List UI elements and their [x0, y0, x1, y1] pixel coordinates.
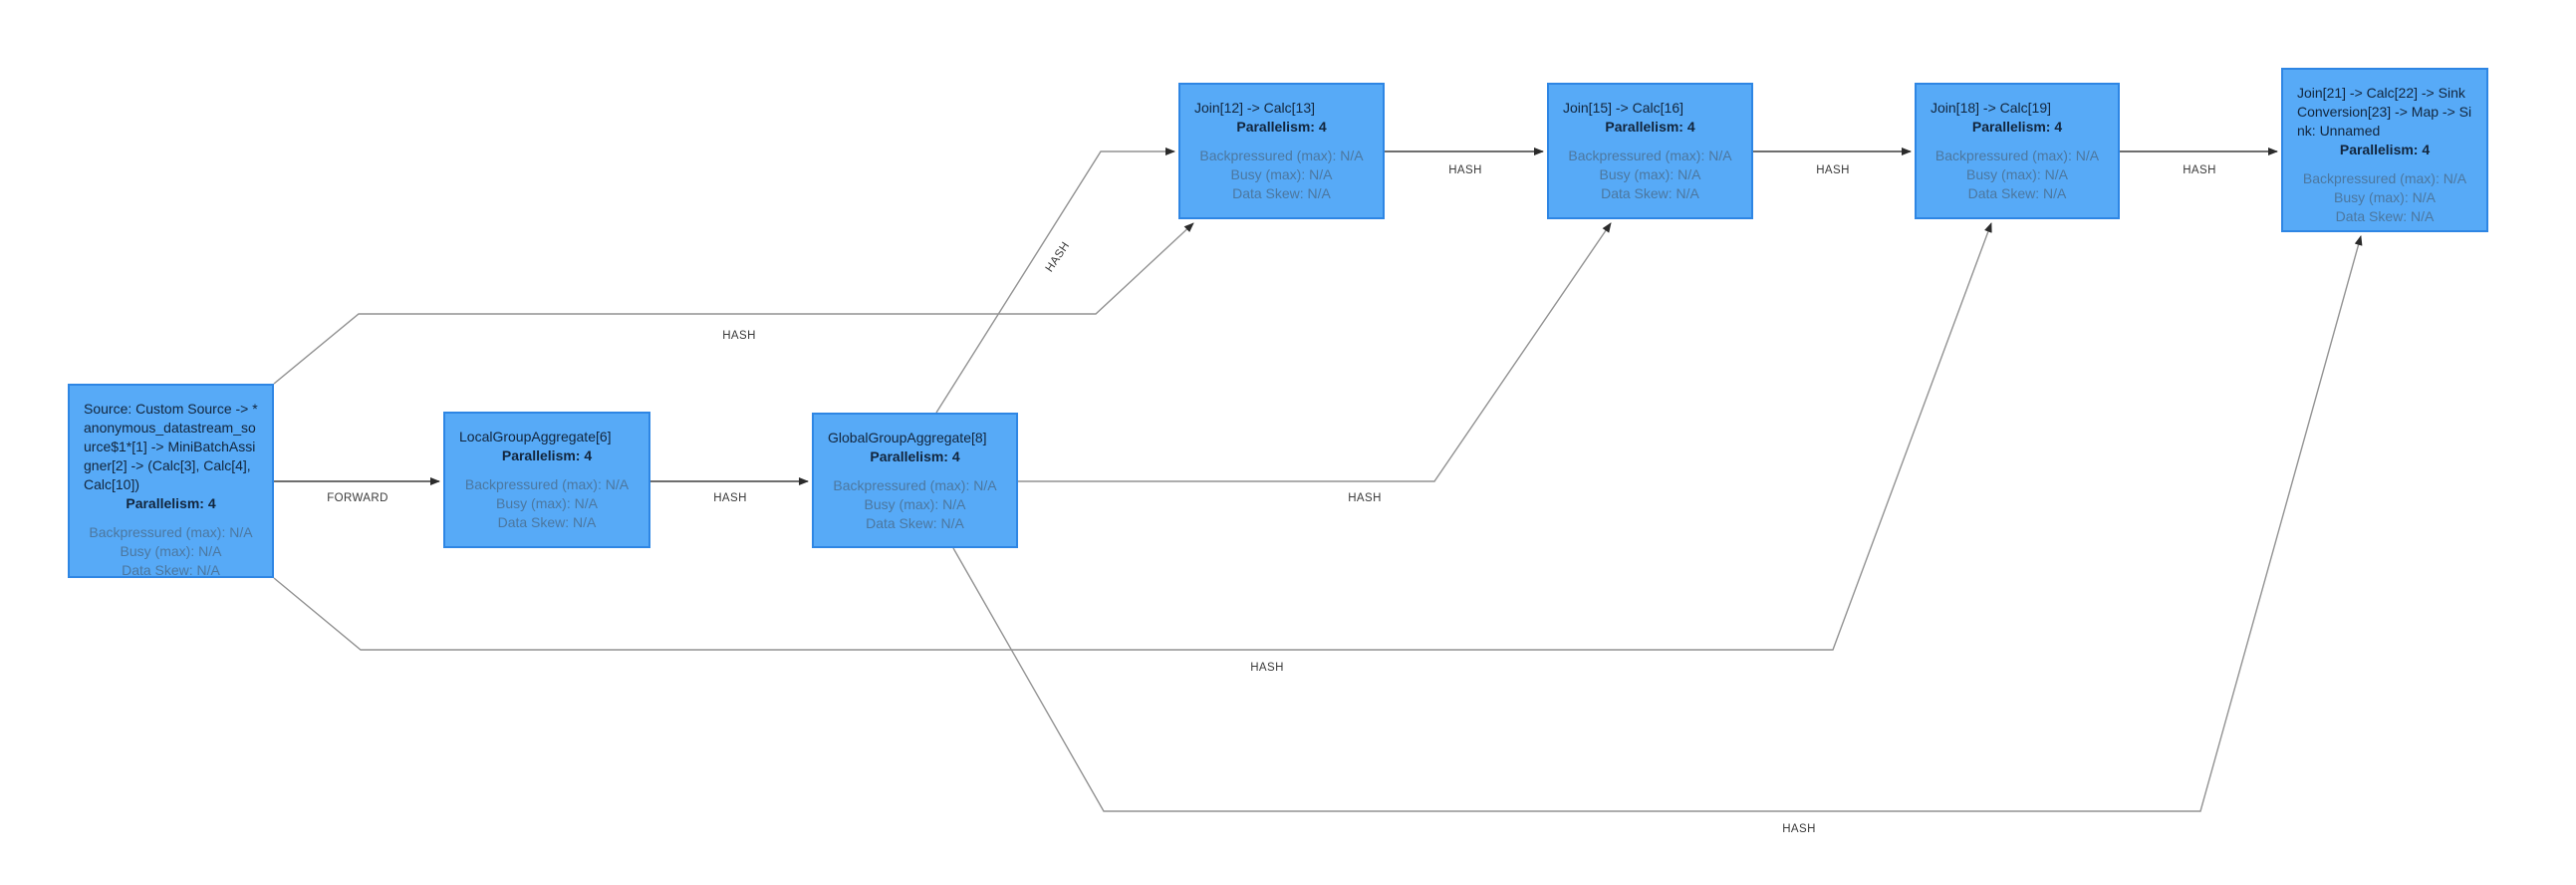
node-stats: Backpressured (max): N/A Busy (max): N/A D…: [1563, 147, 1737, 203]
node-stats: Backpressured (max): N/A Busy (max): N/A D…: [828, 476, 1002, 533]
node-stat-line: Busy (max): N/A: [496, 495, 598, 511]
node-stat-line: Busy (max): N/A: [1966, 166, 2068, 182]
edge-label-global-group-aggregate-to-sink: HASH: [1779, 823, 1819, 835]
edge-label-source-to-join18: HASH: [1247, 662, 1287, 674]
node-stats: Backpressured (max): N/A Busy (max): N/A D…: [2297, 169, 2472, 226]
node-parallelism: Parallelism: 4: [1236, 119, 1327, 135]
node-stat-line: Backpressured (max): N/A: [2302, 170, 2467, 186]
node-title: Join[15] -> Calc[16]: [1563, 100, 1684, 116]
node-stat-line: Data Skew: N/A: [122, 562, 220, 578]
node-join15[interactable]: Join[15] -> Calc[16] Parallelism: 4 Back…: [1547, 83, 1753, 219]
node-stat-line: Data Skew: N/A: [866, 515, 964, 531]
edge-label-source-to-join12: HASH: [719, 330, 759, 342]
node-stat-line: Busy (max): N/A: [1599, 166, 1701, 182]
node-join18[interactable]: Join[18] -> Calc[19] Parallelism: 4 Back…: [1915, 83, 2120, 219]
edge-global-group-aggregate-to-join12: [935, 148, 1175, 414]
edge-label-global-group-aggregate-to-join15: HASH: [1345, 492, 1385, 504]
node-stat-line: Backpressured (max): N/A: [1568, 148, 1732, 163]
node-stat-line: Backpressured (max): N/A: [833, 477, 997, 493]
node-parallelism: Parallelism: 4: [2339, 142, 2431, 157]
node-title: Join[12] -> Calc[13]: [1194, 100, 1316, 116]
node-local-group-aggregate[interactable]: LocalGroupAggregate[6] Parallelism: 4 Ba…: [443, 412, 650, 548]
node-title: Join[18] -> Calc[19]: [1931, 100, 2052, 116]
edge-label-join18-to-sink: HASH: [2180, 164, 2219, 176]
edge-global-group-aggregate-to-sink: [952, 235, 2363, 812]
node-sink[interactable]: Join[21] -> Calc[22] -> SinkConversion[2…: [2281, 68, 2488, 232]
edge-source-to-join18: [273, 222, 1992, 651]
edge-source-to-join12: [273, 222, 1194, 385]
node-stats: Backpressured (max): N/A Busy (max): N/A D…: [459, 475, 635, 532]
node-stats: Backpressured (max): N/A Busy (max): N/A D…: [1931, 147, 2104, 203]
node-parallelism: Parallelism: 4: [1605, 119, 1695, 135]
node-parallelism: Parallelism: 4: [501, 447, 593, 463]
node-source[interactable]: Source: Custom Source -> *anonymous_data…: [68, 384, 274, 578]
node-stat-line: Busy (max): N/A: [1230, 166, 1333, 182]
node-stat-line: Backpressured (max): N/A: [1934, 148, 2100, 163]
node-stat-line: Busy (max): N/A: [120, 543, 222, 559]
node-stat-line: Backpressured (max): N/A: [89, 524, 253, 540]
node-stat-line: Backpressured (max): N/A: [464, 476, 630, 492]
node-global-group-aggregate[interactable]: GlobalGroupAggregate[8] Parallelism: 4 B…: [812, 413, 1018, 548]
node-stat-line: Data Skew: N/A: [2335, 208, 2435, 224]
node-stat-line: Data Skew: N/A: [1967, 185, 2067, 201]
edge-label-join12-to-join15: HASH: [1445, 164, 1485, 176]
node-join12[interactable]: Join[12] -> Calc[13] Parallelism: 4 Back…: [1178, 83, 1385, 219]
node-stat-line: Data Skew: N/A: [1232, 185, 1331, 201]
node-parallelism: Parallelism: 4: [870, 448, 960, 464]
edge-label-local-group-aggregate-to-global-group-aggregate: HASH: [710, 492, 750, 504]
node-stat-line: Busy (max): N/A: [864, 496, 966, 512]
node-title: Source: Custom Source -> *anonymous_data…: [84, 401, 258, 492]
node-stat-line: Busy (max): N/A: [2334, 189, 2436, 205]
edge-label-join15-to-join18: HASH: [1813, 164, 1853, 176]
node-title: GlobalGroupAggregate[8]: [828, 430, 987, 445]
node-stat-line: Data Skew: N/A: [1601, 185, 1699, 201]
node-title: LocalGroupAggregate[6]: [459, 429, 612, 444]
node-parallelism: Parallelism: 4: [1971, 119, 2063, 135]
node-stats: Backpressured (max): N/A Busy (max): N/A D…: [1194, 147, 1369, 203]
node-stats: Backpressured (max): N/A Busy (max): N/A D…: [84, 523, 258, 580]
edge-global-group-aggregate-to-join15: [1018, 222, 1612, 482]
node-stat-line: Data Skew: N/A: [497, 514, 597, 530]
node-title: Join[21] -> Calc[22] -> SinkConversion[2…: [2297, 85, 2472, 139]
node-parallelism: Parallelism: 4: [126, 495, 216, 511]
edge-label-source-to-local-group-aggregate: FORWARD: [324, 492, 391, 504]
node-stat-line: Backpressured (max): N/A: [1199, 148, 1364, 163]
